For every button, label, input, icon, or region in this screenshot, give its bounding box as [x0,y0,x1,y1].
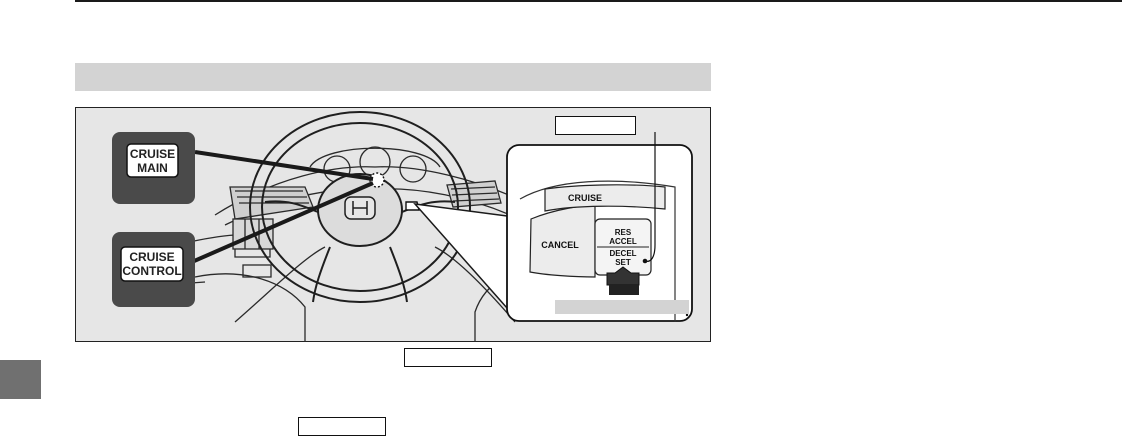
dashboard-drawing [134,146,556,342]
cruise-control-badge-line1: CRUISE [129,250,174,264]
decel-label: DECEL [609,249,636,258]
label-box-bottom [298,417,386,436]
cruise-switch-label: CRUISE [568,193,602,203]
cruise-main-badge: CRUISE MAIN [112,132,195,204]
cruise-control-badge: CRUISE CONTROL [112,232,195,307]
accel-label: ACCEL [609,237,637,246]
cruise-control-figure: CRUISE MAIN CRUISE CONTROL CRUISE CANCEL… [75,107,711,342]
cruise-control-badge-line2: CONTROL [122,264,181,278]
cancel-switch-label: CANCEL [541,240,579,250]
dashboard-illustration: CRUISE MAIN CRUISE CONTROL CRUISE CANCEL… [75,107,711,342]
honda-logo [344,196,376,220]
cruise-main-badge-line2: MAIN [137,161,168,175]
press-arrow-base [609,285,639,295]
chapter-side-tab [0,360,41,399]
section-header-band [75,63,711,91]
press-arrow-icon [606,266,640,286]
switch-label-box-top [555,116,636,135]
inset-caption-bar [555,300,689,314]
callout-lines [184,150,374,267]
res-label: RES [615,228,632,237]
cruise-main-badge-line1: CRUISE [130,147,175,161]
top-rule [75,0,1122,2]
set-label: SET [615,258,631,267]
switch-panel-inset: CRUISE CANCEL RES ACCEL DECEL SET [506,132,693,322]
label-box-middle [404,348,492,367]
